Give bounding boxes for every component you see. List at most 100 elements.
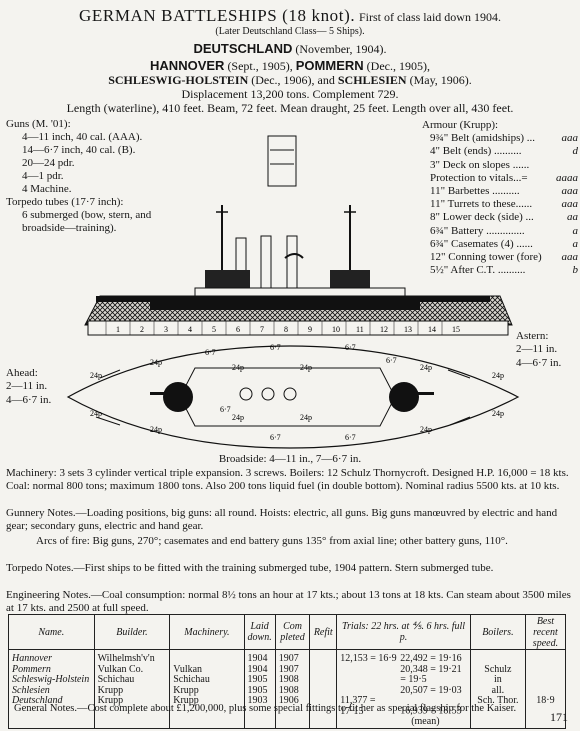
table-cell-machinery: Krupp [169,695,245,717]
gun-label-24p: 24p [150,425,162,434]
armour-value: aaa [561,251,579,264]
ship-name-deutschland: DEUTSCHLAND [193,41,293,56]
col-header: Laid down. [243,615,276,650]
armour-row: 12" Conning tower (fore)aaa [422,251,578,264]
table-cell [309,717,337,728]
table-cell-name: Pommern [12,663,51,675]
armour-row: 3" Deck on slopes ...... [422,159,578,172]
page-title: GERMAN BATTLESHIPS (18 knot). First of c… [0,6,580,26]
armour-value: a [572,224,579,237]
ship-date-schlesien: (May, 1906). [409,73,472,87]
ahead-label: Ahead: [6,367,38,379]
gun-label-6-7: 6·7 [270,433,281,442]
gunnery-notes: Gunnery Notes.—Loading positions, big gu… [6,507,558,533]
gun-label-24p: 24p [420,425,432,434]
table-cell-builder: Krupp [93,695,170,717]
table-cell-laid: 1905 [243,674,276,686]
general-notes: General Notes.—Cost complete about £1,20… [14,703,517,714]
table-cell-machinery: Vulkan [169,664,245,675]
table-cell-completed: 1908 [274,685,310,696]
armour-row: Protection to vitals...= aaaa [422,172,578,185]
ship-name-pommern: POMMERN [295,58,364,73]
astern-guns: 2—11 in. [516,343,558,356]
armour-block: Armour (Krupp): 9¾" Belt (amidships) ...… [422,119,578,277]
table-cell [243,717,276,728]
gun-label-24p: 24p [300,413,312,422]
ahead-guns: 4—6·7 in. [6,393,52,406]
section-number: 4 [188,325,192,334]
torpedo-line: broadside—training). [22,222,117,234]
armour-row: 11" Barbettes ..........aaa [422,185,578,198]
page-number: 171 [550,710,568,724]
col-header: Best recent speed. [524,615,565,650]
table-cell-machinery [169,649,245,665]
title-text: GERMAN BATTLESHIPS (18 knot). [79,6,356,25]
table-cell-trials: 20,507 = 19·03 [336,684,471,696]
col-header: Builder. [93,615,170,650]
table-cell-laid: 1904 [243,664,276,675]
ship-name-hannover: HANNOVER [150,58,225,73]
gun-label-24p: 24p [90,409,102,418]
plan-view [66,345,520,449]
section-number: 8 [284,325,288,334]
table-cell-boilers: Sch. Thor. [469,695,526,717]
table-cell [169,717,245,728]
gun-item: 20—24 pdr. [22,157,75,169]
table-cell-speed [524,649,565,665]
table-cell-builder: Wilhelmsh'v'n [93,649,170,665]
table-cell-boilers: Schulz [469,664,526,675]
table-cell-builder: Schichau [93,674,170,686]
table-cell-refit [309,675,337,686]
table-cell-refit [309,685,337,696]
ship-date-hannover: (Sept., 1905), [227,59,293,73]
section-number: 10 [332,325,340,334]
astern-label: Astern: [516,330,549,342]
armour-label: Protection to vitals...= [430,171,528,184]
broadside-line: Broadside: 4—11 in., 7—6·7 in. [218,453,362,465]
ship-date-pommern: (Dec., 1905), [366,59,430,73]
section-number: 13 [404,325,412,334]
gun-label-6-7: 6·7 [205,348,216,357]
trial-6hrs: 20,507 = 19·03 [400,684,462,696]
astern-guns: 4—6·7 in. [516,356,562,369]
ship-date-schleswig: (Dec., 1906), and [251,73,335,87]
engineering-notes: Engineering Notes.—Coal consumption: nor… [6,589,571,615]
ship-name-schleswig: SCHLESWIG-HOLSTEIN [108,73,249,87]
guns-heading: Guns (M. '01): [6,118,71,130]
table-cell-name: Deutschland [12,695,63,706]
table-cell-speed [524,675,565,686]
ship-date-deutschland: (November, 1904). [295,42,387,56]
table-cell-speed [524,664,565,675]
mean-note: (mean) [336,716,471,728]
table-cell-completed: 1906 [274,695,310,717]
table-cell-machinery: Krupp [169,685,245,696]
gun-label-6-7: 6·7 [345,433,356,442]
table-cell [93,717,170,728]
table-cell-boilers: all. [469,685,526,696]
table-cell-laid: 1903 [243,695,276,717]
armour-label: 6¾" Battery .............. [430,224,525,237]
armour-value: aaaa [556,171,578,184]
armour-label: 8" Lower deck (side) ... [430,211,534,224]
elevation-view [84,135,513,326]
torpedo-line: 6 submerged (bow, stern, and [22,209,152,221]
torpedo-heading: Torpedo tubes (17·7 inch): [6,196,124,208]
table-cell-boilers [469,649,526,665]
displacement-line: Displacement 13,200 tons. Complement 729… [181,87,399,101]
armour-value: b [572,264,579,277]
table-cell-builder: Krupp [93,685,170,696]
table-cell-trials: 20,348 = 19·21 [336,664,471,675]
armour-row: 9¾" Belt (amidships) ...aaa [422,132,578,145]
armour-label: 5½" After C.T. .......... [430,264,526,277]
table-cell-laid: 1905 [243,685,276,696]
armour-label: 3" Deck on slopes ...... [430,158,530,171]
table-cell-completed: 1908 [274,674,310,686]
ships-table: Name. Builder. Machinery. Laid down. Com… [9,615,565,728]
trial-6hrs: = 19·5 [400,674,427,685]
